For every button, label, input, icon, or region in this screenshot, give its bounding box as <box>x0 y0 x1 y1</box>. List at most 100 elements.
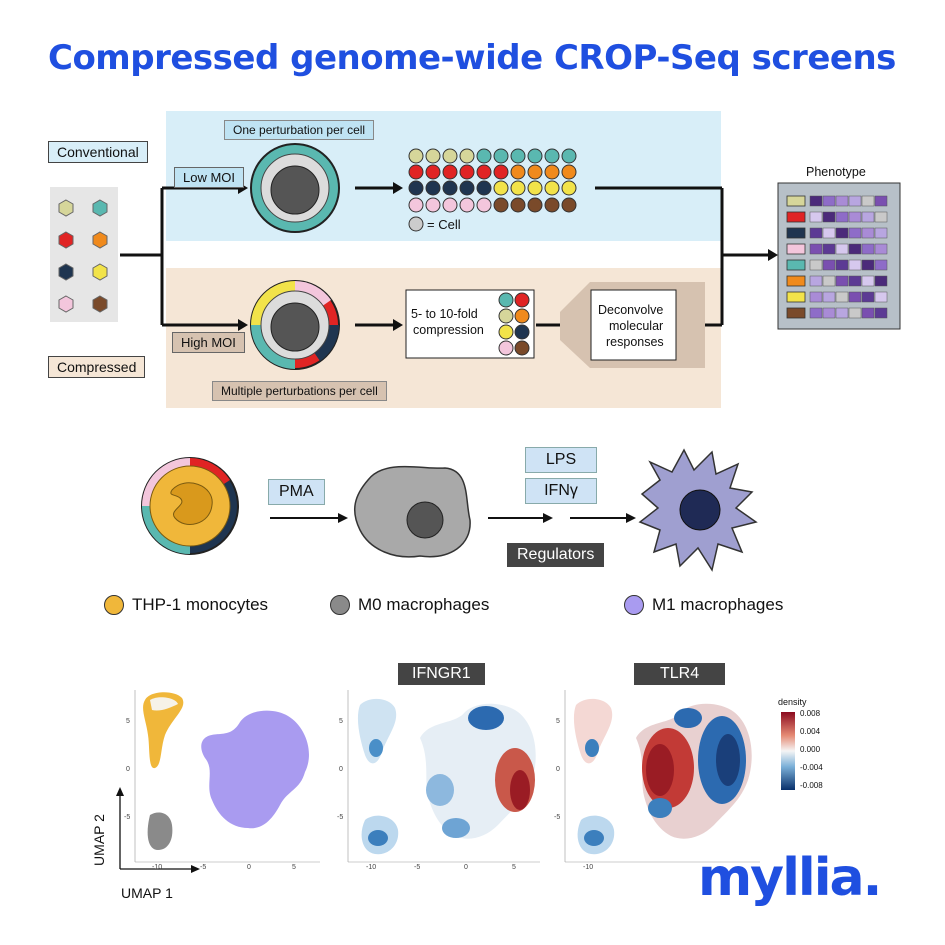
y-tick: -5 <box>124 814 131 821</box>
density-tick: 0.008 <box>800 709 821 718</box>
multiple-perturbations-label: Multiple perturbations per cell <box>212 381 387 401</box>
high-moi-label: High MOI <box>172 332 245 353</box>
density-tick: -0.008 <box>800 781 823 790</box>
phenotype-cell <box>874 195 888 207</box>
lps-label: LPS <box>525 447 597 473</box>
cell-grid <box>408 148 577 232</box>
pooled-cell-icons <box>498 292 530 356</box>
m1-macrophage-icon <box>638 448 758 572</box>
phenotype-cell <box>809 243 823 255</box>
deconvolve-label-line3: responses <box>606 335 664 349</box>
phenotype-cell <box>822 211 836 223</box>
umap2-axis-label: UMAP 2 <box>90 814 107 866</box>
phenotype-cell <box>848 227 862 239</box>
cell-legend-label: = Cell <box>427 217 461 232</box>
y-tick: 5 <box>556 718 560 725</box>
multi-perturbation-cell-icon <box>250 280 340 370</box>
thp1-legend: THP-1 monocytes <box>104 595 268 615</box>
thp1-monocyte-icon <box>141 457 239 555</box>
deconvolve-label-line2: molecular <box>609 319 664 333</box>
phenotype-cell <box>809 307 823 319</box>
compressed-label: Compressed <box>48 356 146 378</box>
phenotype-cell <box>848 275 862 287</box>
phenotype-cell <box>848 195 862 207</box>
phenotype-cell <box>861 307 875 319</box>
phenotype-cell <box>874 211 888 223</box>
umap1-axis-label: UMAP 1 <box>121 885 173 901</box>
density-tick: 0.000 <box>800 745 821 754</box>
regulators-label: Regulators <box>507 543 605 567</box>
x-tick: 5 <box>292 864 296 871</box>
phenotype-cell <box>861 243 875 255</box>
phenotype-cell <box>809 275 823 287</box>
m0-macrophage-icon <box>353 465 471 558</box>
phenotype-cell <box>835 291 849 303</box>
phenotype-cell <box>822 259 836 271</box>
x-tick: -5 <box>414 864 421 871</box>
deconvolve-label-line1: Deconvolve <box>598 303 664 317</box>
phenotype-cell <box>822 195 836 207</box>
low-moi-label: Low MOI <box>174 167 245 188</box>
m1-legend: M1 macrophages <box>624 595 783 615</box>
compression-label-line1: 5- to 10-fold <box>411 307 478 321</box>
tlr4-label: TLR4 <box>634 663 726 685</box>
x-tick: 0 <box>464 864 468 871</box>
phenotype-cell <box>861 211 875 223</box>
y-tick: 0 <box>126 766 130 773</box>
y-tick: 5 <box>126 718 130 725</box>
phenotype-cell <box>809 195 823 207</box>
y-tick: 0 <box>556 766 560 773</box>
conventional-label: Conventional <box>48 141 148 163</box>
x-tick: -10 <box>366 864 377 871</box>
x-tick: -10 <box>152 864 163 871</box>
phenotype-cell <box>809 211 823 223</box>
myllia-logo: myllia. <box>698 848 882 908</box>
thp1-legend-label: THP-1 monocytes <box>132 595 269 614</box>
phenotype-cell <box>874 259 888 271</box>
phenotype-cell <box>861 259 875 271</box>
y-tick: 0 <box>339 766 343 773</box>
y-tick: -5 <box>337 814 344 821</box>
phenotype-cell <box>874 243 888 255</box>
phenotype-cell <box>848 291 862 303</box>
phenotype-cell <box>809 291 823 303</box>
phenotype-cell <box>848 243 862 255</box>
single-perturbation-cell-icon <box>250 143 340 233</box>
ifngr1-label: IFNGR1 <box>398 663 485 685</box>
branch-arrows <box>120 186 770 327</box>
phenotype-cell <box>848 259 862 271</box>
phenotype-cell <box>848 211 862 223</box>
phenotype-cell <box>822 227 836 239</box>
x-tick: -5 <box>200 864 207 871</box>
x-tick: -10 <box>583 864 594 871</box>
phenotype-cell <box>874 275 888 287</box>
density-tick: -0.004 <box>800 763 823 772</box>
m0-legend-label: M0 macrophages <box>358 595 490 614</box>
phenotype-cell <box>874 291 888 303</box>
phenotype-matrix <box>777 182 901 330</box>
phenotype-cell <box>822 307 836 319</box>
ifng-label: IFNγ <box>525 478 597 504</box>
phenotype-cell <box>809 259 823 271</box>
m0-legend: M0 macrophages <box>330 595 489 615</box>
phenotype-cell <box>861 227 875 239</box>
phenotype-cell <box>861 291 875 303</box>
phenotype-cell <box>861 275 875 287</box>
phenotype-cell <box>874 227 888 239</box>
phenotype-cell <box>835 227 849 239</box>
phenotype-cell <box>835 211 849 223</box>
pma-label: PMA <box>268 479 325 505</box>
density-colorbar <box>781 712 795 790</box>
density-title: density <box>778 697 807 707</box>
umap-plot-clusters <box>116 690 320 873</box>
thp1-legend-dot <box>104 595 124 615</box>
density-tick: 0.004 <box>800 727 821 736</box>
phenotype-cell <box>809 227 823 239</box>
one-perturbation-label: One perturbation per cell <box>224 120 375 140</box>
differentiation-arrow-heads <box>338 513 636 523</box>
phenotype-cell <box>822 275 836 287</box>
phenotype-cell <box>835 195 849 207</box>
y-tick: 5 <box>339 718 343 725</box>
phenotype-cell <box>835 259 849 271</box>
